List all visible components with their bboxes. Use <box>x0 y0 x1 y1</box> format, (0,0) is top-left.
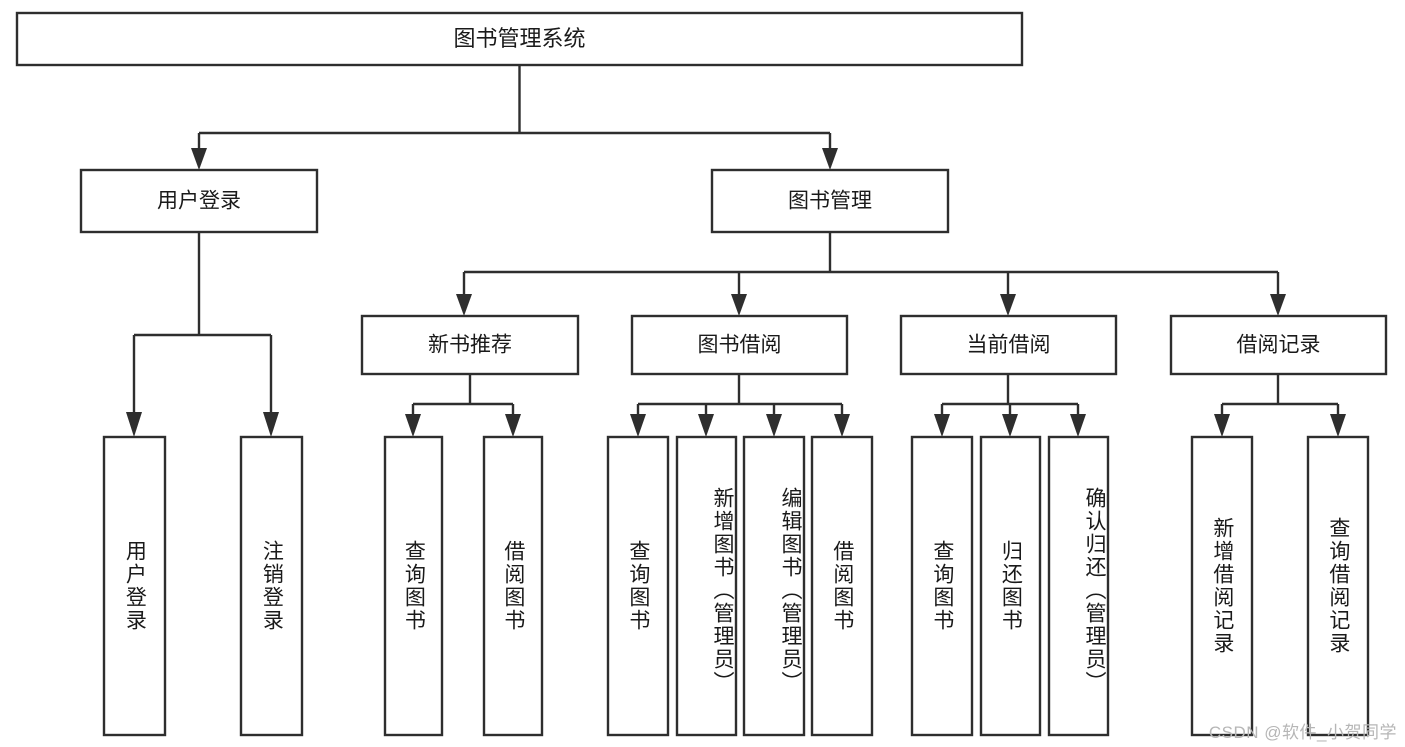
leaf-edit-book-label: 编辑图书（管理员） <box>779 486 802 694</box>
leaf-borrow-book-2-label: 借阅图书 <box>830 540 854 632</box>
connector-group-current-borrow-to-leaves <box>934 374 1086 437</box>
leaf-add-record-box[interactable] <box>1190 435 1254 737</box>
arrow-to-current-borrow <box>1000 294 1016 316</box>
node-new-book-rec-box[interactable] <box>360 314 580 376</box>
connector-group-book-manage-to-level3 <box>456 232 1286 316</box>
leaf-add-book-label: 新增图书（管理员） <box>711 486 734 694</box>
node-root-box[interactable] <box>15 11 1024 67</box>
node-borrow-record-box[interactable] <box>1169 314 1388 376</box>
arrow-leaf-query-book-3 <box>934 414 950 437</box>
leaf-add-record-label: 新增借阅记录 <box>1210 517 1234 655</box>
node-new-book-rec-label: 新书推荐 <box>428 334 512 357</box>
leaf-return-book-label: 归还图书 <box>999 540 1023 632</box>
arrow-leaf-user-login <box>126 412 142 437</box>
node-user-login-box[interactable] <box>79 168 319 234</box>
csdn-watermark: CSDN @软件_小贺同学 <box>1208 723 1397 742</box>
leaf-query-record-label: 查询借阅记录 <box>1326 517 1350 655</box>
arrow-to-book-borrow <box>731 294 747 316</box>
leaf-query-book-1-label: 查询图书 <box>402 540 426 632</box>
node-borrow-record[interactable]: 借阅记录 <box>1169 314 1388 376</box>
arrow-leaf-query-book-1 <box>405 414 421 437</box>
arrow-to-new-book-rec <box>456 294 472 316</box>
node-book-borrow-label: 图书借阅 <box>698 334 782 357</box>
leaf-user-login-label: 用户登录 <box>123 540 147 632</box>
leaf-return-book-box[interactable] <box>979 435 1042 737</box>
leaf-add-book-box[interactable] <box>675 435 738 737</box>
node-root[interactable]: 图书管理系统 <box>15 11 1024 67</box>
node-user-login[interactable]: 用户登录 <box>79 168 319 234</box>
connector-group-root-to-level2 <box>191 65 838 170</box>
arrow-leaf-return-book <box>1002 414 1018 437</box>
leaf-query-book-3-box[interactable] <box>910 435 974 737</box>
leaf-box-group <box>102 435 1370 737</box>
leaf-edit-book-box[interactable] <box>742 435 806 737</box>
leaf-query-book-2-label: 查询图书 <box>626 540 650 632</box>
leaf-confirm-return-label: 确认归还（管理员） <box>1083 486 1106 694</box>
arrow-leaf-borrow-book-1 <box>505 414 521 437</box>
arrow-to-borrow-record <box>1270 294 1286 316</box>
leaf-confirm-return-box[interactable] <box>1047 435 1110 737</box>
node-book-manage-label: 图书管理 <box>788 190 872 213</box>
arrow-leaf-logout <box>263 412 279 437</box>
leaf-query-book-1-box[interactable] <box>383 435 444 737</box>
node-book-manage-box[interactable] <box>710 168 950 234</box>
leaf-logout-label: 注销登录 <box>260 540 284 632</box>
connector-group-borrow-record-to-leaves <box>1214 374 1346 437</box>
node-new-book-rec[interactable]: 新书推荐 <box>360 314 580 376</box>
leaf-query-book-3-label: 查询图书 <box>930 540 954 632</box>
node-book-borrow-box[interactable] <box>630 314 849 376</box>
leaf-borrow-book-2-box[interactable] <box>810 435 874 737</box>
leaf-query-record-box[interactable] <box>1306 435 1370 737</box>
arrow-leaf-add-book <box>698 414 714 437</box>
node-root-label: 图书管理系统 <box>453 26 585 51</box>
connector-group-book-borrow-to-leaves <box>630 374 850 437</box>
node-book-manage[interactable]: 图书管理 <box>710 168 950 234</box>
arrow-leaf-confirm-return <box>1070 414 1086 437</box>
leaf-user-login-box[interactable] <box>102 435 167 737</box>
arrow-leaf-add-record <box>1214 414 1230 437</box>
connector-group-user-login-to-leaves <box>126 232 279 437</box>
node-user-login-label: 用户登录 <box>157 190 241 213</box>
node-book-borrow[interactable]: 图书借阅 <box>630 314 849 376</box>
arrow-leaf-query-book-2 <box>630 414 646 437</box>
arrow-leaf-borrow-book-2 <box>834 414 850 437</box>
node-borrow-record-label: 借阅记录 <box>1237 334 1321 357</box>
arrow-to-user-login <box>191 148 207 170</box>
leaf-borrow-book-1-label: 借阅图书 <box>501 540 525 632</box>
leaf-query-book-2-box[interactable] <box>606 435 670 737</box>
connector-group-new-book-rec-to-leaves <box>405 374 521 437</box>
node-current-borrow[interactable]: 当前借阅 <box>899 314 1118 376</box>
arrow-to-book-manage <box>822 148 838 170</box>
arrow-leaf-query-record <box>1330 414 1346 437</box>
leaf-borrow-book-1-box[interactable] <box>482 435 544 737</box>
node-current-borrow-label: 当前借阅 <box>967 334 1051 357</box>
leaf-logout-box[interactable] <box>239 435 304 737</box>
arrow-leaf-edit-book <box>766 414 782 437</box>
node-current-borrow-box[interactable] <box>899 314 1118 376</box>
